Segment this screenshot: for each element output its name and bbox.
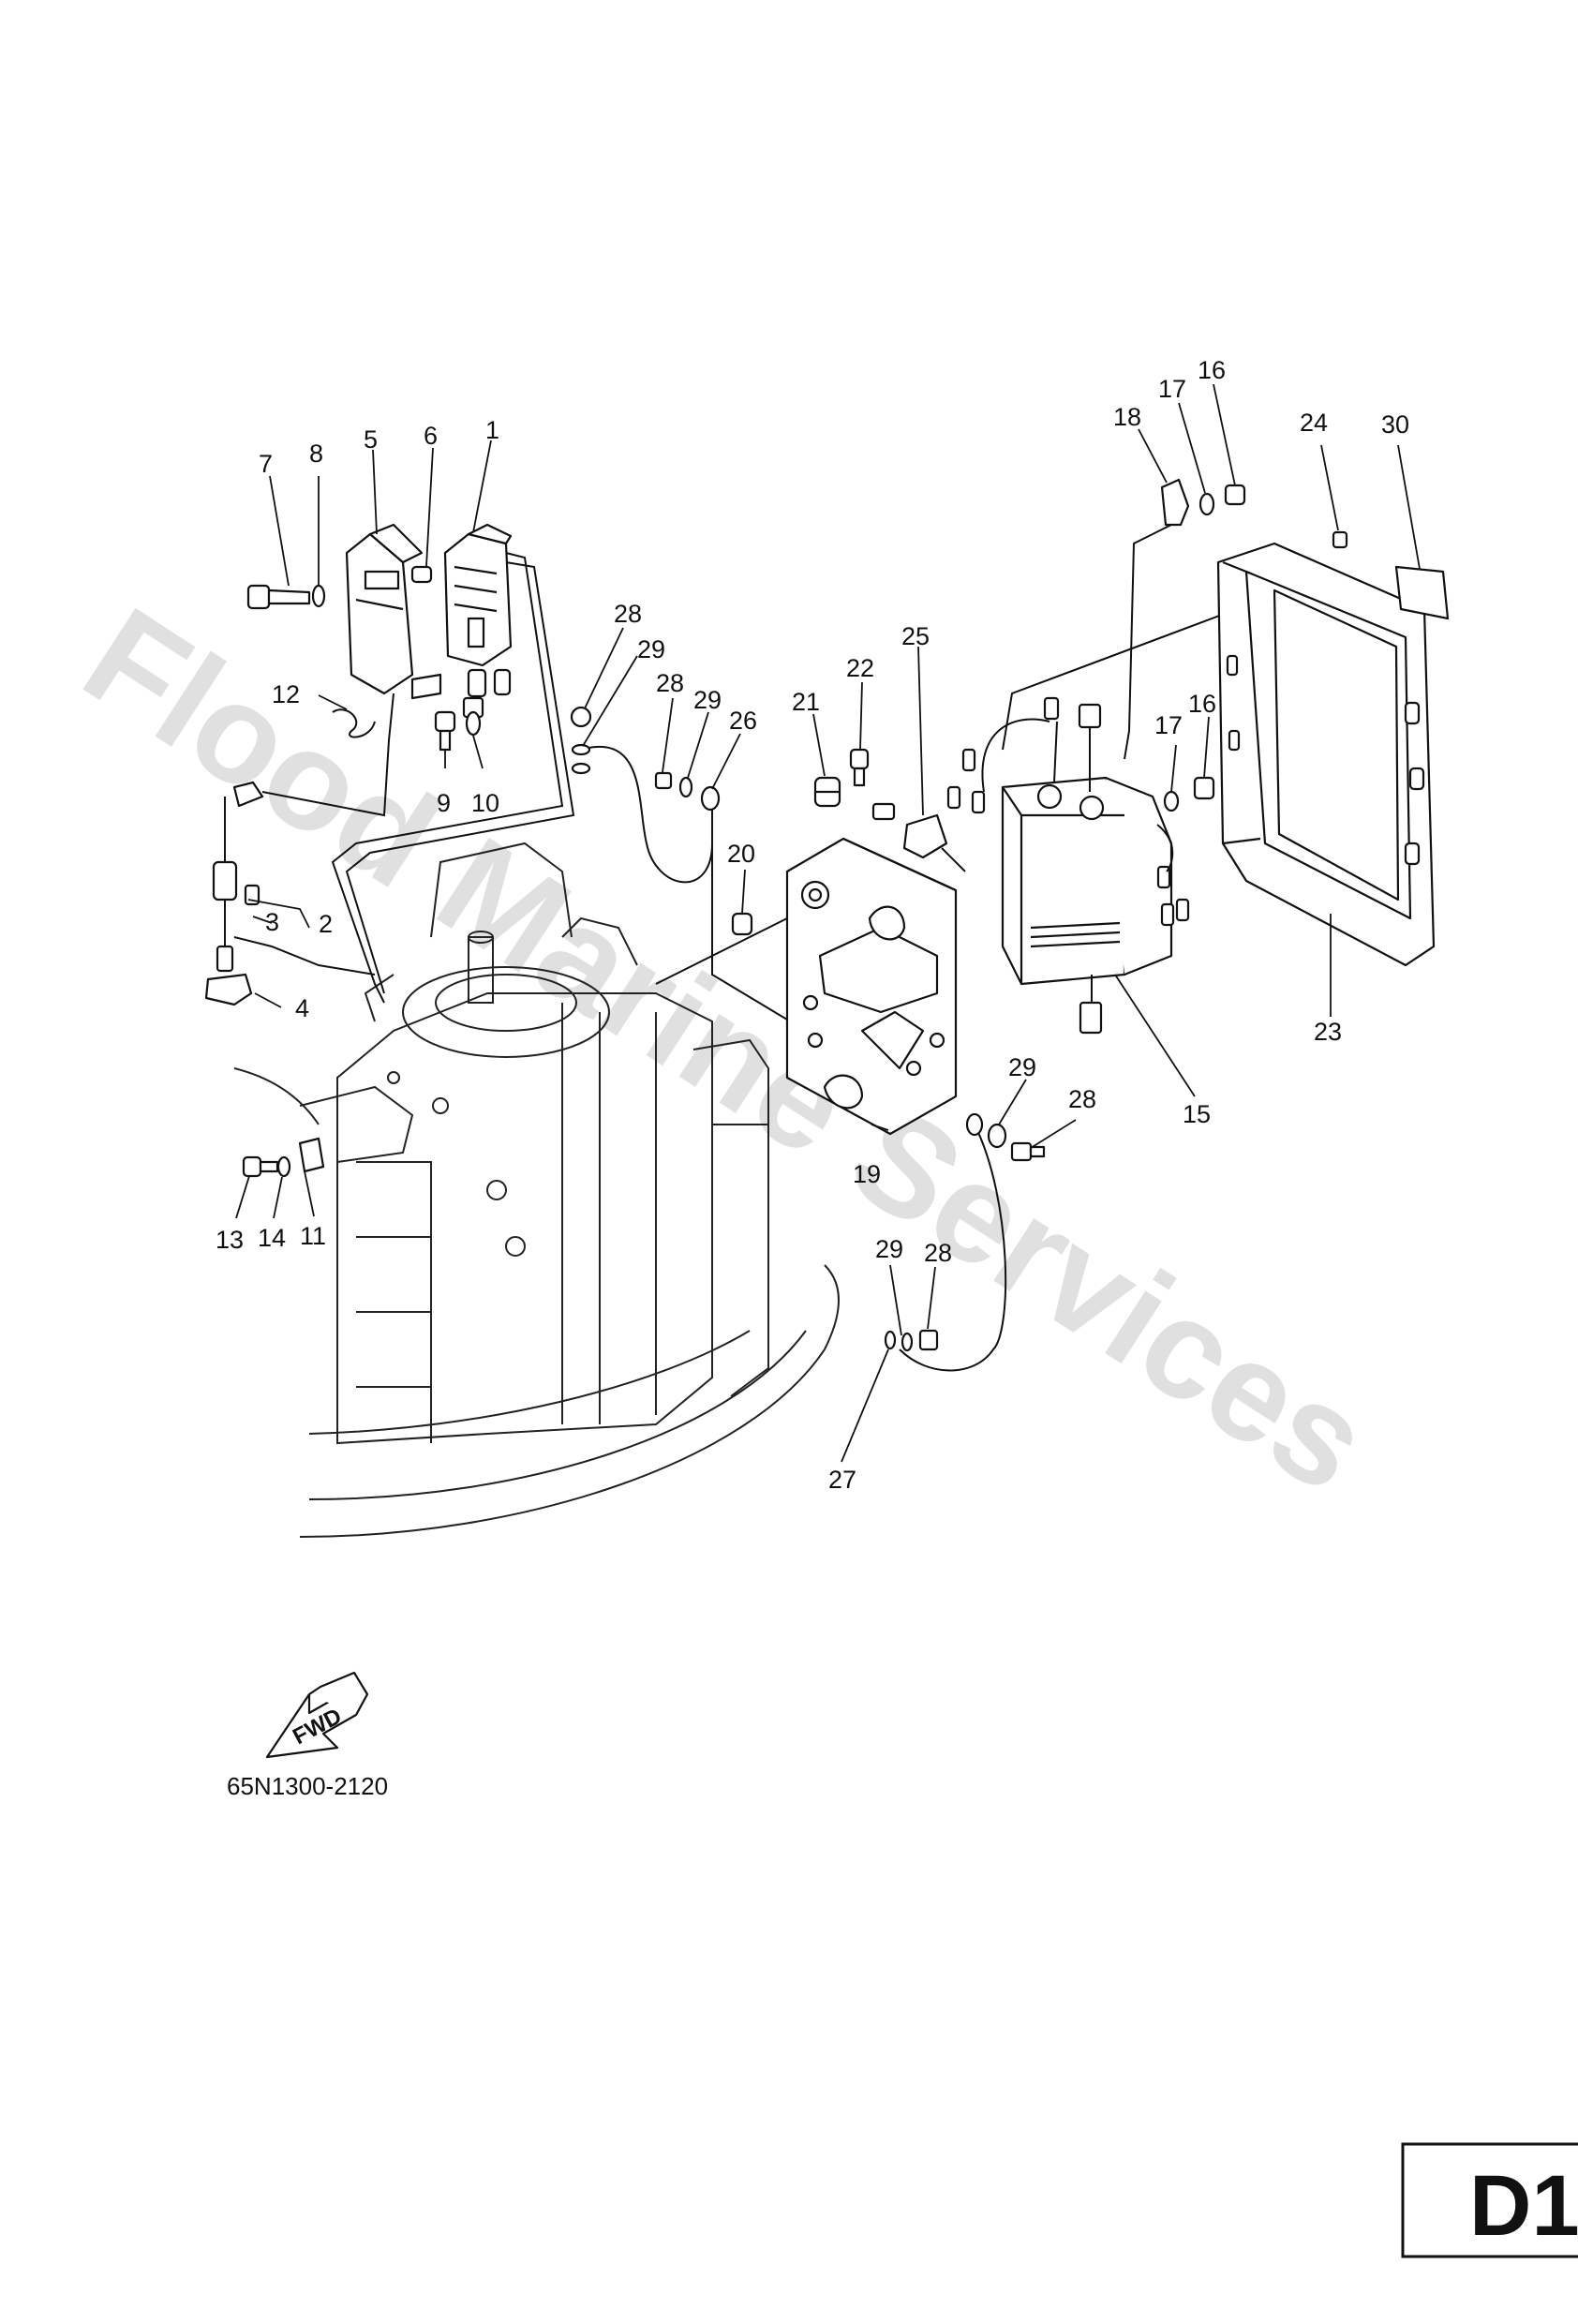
callout-30: 30 — [1381, 410, 1409, 439]
sensor-25 — [871, 802, 966, 872]
callout-13: 13 — [216, 1226, 244, 1254]
leader-lines — [235, 383, 1421, 1463]
callout-5: 5 — [364, 425, 378, 454]
callout-28-d: 28 — [924, 1239, 952, 1267]
fwd-arrow-icon: FWD — [265, 1671, 369, 1759]
section-badge: D1 — [1401, 2142, 1578, 2258]
screw-24 — [1332, 530, 1348, 549]
callout-17-mid: 17 — [1154, 711, 1183, 739]
callout-3: 3 — [265, 908, 279, 936]
callout-26: 26 — [729, 707, 757, 735]
callout-11: 11 — [300, 1222, 326, 1250]
bolt-9 — [434, 710, 456, 752]
bolt-7 — [246, 584, 311, 610]
grommet-21 — [813, 776, 841, 808]
callout-10: 10 — [471, 789, 499, 817]
bolt-28-washer-29-c — [965, 1112, 1046, 1162]
callout-27: 27 — [828, 1466, 856, 1494]
ignition-coil-bracket — [345, 523, 424, 695]
callout-15: 15 — [1183, 1100, 1211, 1128]
callout-7: 7 — [259, 450, 273, 478]
callout-24: 24 — [1300, 409, 1328, 437]
ecm-unit-15 — [946, 696, 1190, 1035]
engine-block-outline — [233, 842, 840, 1538]
callout-1: 1 — [485, 416, 499, 444]
callout-14: 14 — [258, 1224, 286, 1252]
callout-2: 2 — [319, 910, 333, 938]
section-badge-text: D1 — [1469, 2158, 1578, 2254]
wire-harness — [233, 524, 1238, 1372]
callout-29-b: 29 — [693, 686, 722, 714]
callout-29-d: 29 — [875, 1235, 903, 1263]
bolt-28-washer-29-a — [570, 706, 592, 775]
bracket-18 — [1160, 478, 1190, 527]
callout-9: 9 — [437, 789, 451, 817]
diagram-code: 65N1300-2120 — [227, 1772, 388, 1800]
callout-21: 21 — [792, 688, 820, 716]
washer-8 — [311, 584, 326, 608]
callout-23: 23 — [1314, 1018, 1342, 1046]
washer-10 — [465, 710, 482, 737]
callout-17-top: 17 — [1158, 375, 1186, 403]
callout-6: 6 — [424, 422, 438, 450]
coil-connectors — [410, 668, 512, 719]
bolt-16a — [1224, 484, 1246, 506]
callout-29-a: 29 — [637, 635, 665, 663]
callout-16-top: 16 — [1198, 356, 1226, 384]
ground-lead — [204, 781, 264, 1006]
washer-17a — [1198, 492, 1215, 516]
callout-18: 18 — [1113, 403, 1141, 431]
clip-12 — [332, 708, 376, 738]
grommet-20 — [731, 912, 753, 936]
washer-17b — [1163, 790, 1180, 812]
callout-29-c: 29 — [1008, 1053, 1036, 1081]
callout-12: 12 — [272, 680, 300, 708]
clamp-11 — [298, 1137, 325, 1173]
ecm-cover-23 — [1216, 542, 1436, 967]
callouts: 1 2 3 4 5 6 7 8 9 10 11 12 13 14 15 16 1… — [216, 356, 1409, 1494]
washer-14 — [276, 1155, 291, 1178]
callout-20: 20 — [727, 840, 755, 868]
bolt-28-washer-29-b — [654, 771, 693, 798]
bolt-13 — [242, 1155, 279, 1178]
label-30 — [1394, 565, 1450, 620]
callout-19: 19 — [853, 1160, 881, 1188]
bolt-16b — [1193, 776, 1215, 800]
ignition-coil — [443, 523, 513, 667]
callout-8: 8 — [309, 439, 323, 468]
callout-28-b: 28 — [656, 669, 684, 697]
collar-6 — [410, 565, 433, 584]
mounting-bracket-19 — [785, 837, 958, 1136]
bolt-22 — [849, 748, 870, 787]
grommet-26 — [700, 785, 721, 812]
callout-22: 22 — [846, 654, 874, 682]
bolt-28-washer-29-d — [884, 1329, 939, 1352]
callout-28-c: 28 — [1068, 1085, 1096, 1113]
callout-4: 4 — [295, 994, 309, 1022]
watermark: Flood Marine Services — [59, 577, 1396, 1522]
callout-16-mid: 16 — [1188, 690, 1216, 718]
callout-25: 25 — [901, 622, 930, 650]
callout-28-a: 28 — [614, 600, 642, 628]
